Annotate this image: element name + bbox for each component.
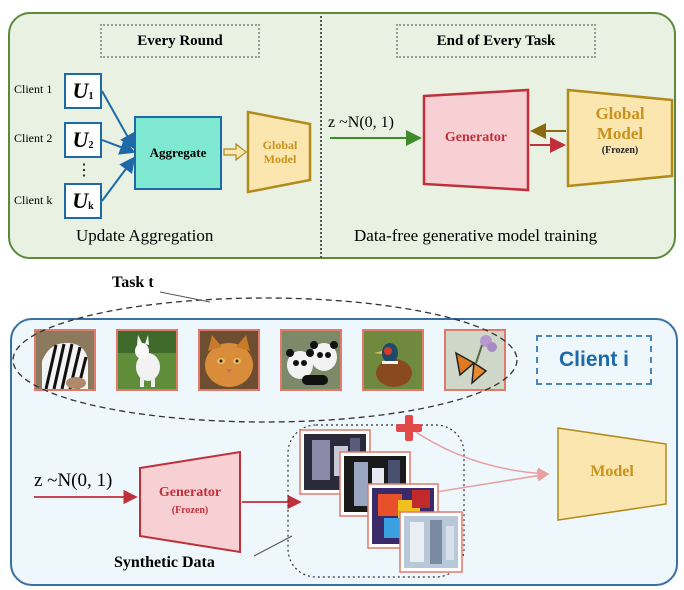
- aggregate-label: Aggregate: [149, 145, 207, 160]
- synthetic-image-4: [399, 511, 463, 573]
- generator-bottom-text: Generator (Frozen): [140, 484, 240, 520]
- global-model-small-trapezoid: [246, 110, 312, 194]
- global-model-large-line1: Global: [595, 104, 645, 123]
- synthetic-label-pointer: [253, 535, 293, 557]
- dog-drawing: [118, 331, 176, 389]
- synthetic-data-label: Synthetic Data: [114, 554, 215, 571]
- client-k-update-symbol: U: [72, 188, 89, 213]
- generator-top-label: Generator: [444, 130, 508, 145]
- panel-divider: [320, 16, 322, 258]
- data-free-caption: Data-free generative model training: [354, 226, 598, 245]
- arrow-client1-aggregate: [101, 90, 135, 150]
- end-of-task-label: End of Every Task: [436, 32, 556, 49]
- butterfly-drawing: [446, 331, 504, 389]
- every-round-label: Every Round: [137, 32, 223, 49]
- client-1-update-sub: 1: [88, 90, 94, 102]
- client-dots: ⋮: [76, 162, 92, 179]
- generator-bottom-trapezoid: [139, 450, 241, 554]
- top-arrows: [101, 88, 674, 202]
- model-label: Model: [590, 463, 634, 480]
- global-model-small-line1: Global: [262, 138, 298, 152]
- generator-top-trapezoid: [422, 88, 530, 192]
- task-image-cat: [198, 329, 260, 391]
- client-i-box: Client i: [536, 335, 652, 385]
- global-model-small-text: Global Model: [250, 138, 310, 166]
- task-label-pointer: [159, 291, 211, 303]
- update-aggregation-caption: Update Aggregation: [76, 226, 214, 245]
- global-model-small-line2: Model: [263, 152, 297, 166]
- arrow-clientk-aggregate: [101, 156, 136, 202]
- noise-label-top: z ~N(0, 1): [328, 114, 394, 131]
- hollow-arrow-aggregate-model: [223, 142, 247, 162]
- client-2-label: Client 2: [14, 131, 53, 145]
- task-label: Task t: [112, 274, 154, 291]
- client-2-update-sub: 2: [88, 139, 94, 151]
- task-image-pandas: [280, 329, 342, 391]
- generator-bottom-label: Generator: [158, 485, 222, 500]
- task-image-dog: [116, 329, 178, 391]
- synthetic-to-model-connector: [435, 469, 550, 493]
- global-model-large-trapezoid: [566, 88, 674, 188]
- client-i-label: Client i: [558, 348, 629, 371]
- model-trapezoid: [557, 427, 667, 521]
- task-image-pheasant: [362, 329, 424, 391]
- cat-drawing: [200, 331, 258, 389]
- arrow-client2-aggregate: [101, 139, 136, 155]
- synthetic-data-group: [287, 424, 465, 578]
- task-image-zebra: [34, 329, 96, 391]
- global-model-frozen-label: (Frozen): [601, 145, 639, 156]
- client-1-update-symbol: U: [72, 78, 89, 103]
- noise-label-bottom: z ~N(0, 1): [34, 470, 113, 491]
- zebra-drawing: [36, 331, 94, 389]
- end-of-task-header: End of Every Task: [396, 24, 596, 58]
- client-2-update-symbol: U: [72, 127, 89, 152]
- generator-bottom-frozen: (Frozen): [171, 505, 209, 516]
- task-ellipse: [12, 297, 518, 423]
- image-to-model-connector: [409, 427, 550, 480]
- client-k-label: Client k: [14, 193, 53, 207]
- aggregate-box: Aggregate: [134, 116, 222, 190]
- plus-icon: [396, 415, 422, 441]
- global-model-large-line2: Model: [596, 124, 644, 143]
- client-k-update-sub: k: [88, 200, 94, 212]
- every-round-header: Every Round: [100, 24, 260, 58]
- pheasant-drawing: [364, 331, 422, 389]
- pandas-drawing: [282, 331, 340, 389]
- client-1-label: Client 1: [14, 82, 53, 96]
- top-panel: [8, 12, 676, 259]
- global-model-large-text: Global Model (Frozen): [568, 104, 672, 158]
- task-image-butterfly: [444, 329, 506, 391]
